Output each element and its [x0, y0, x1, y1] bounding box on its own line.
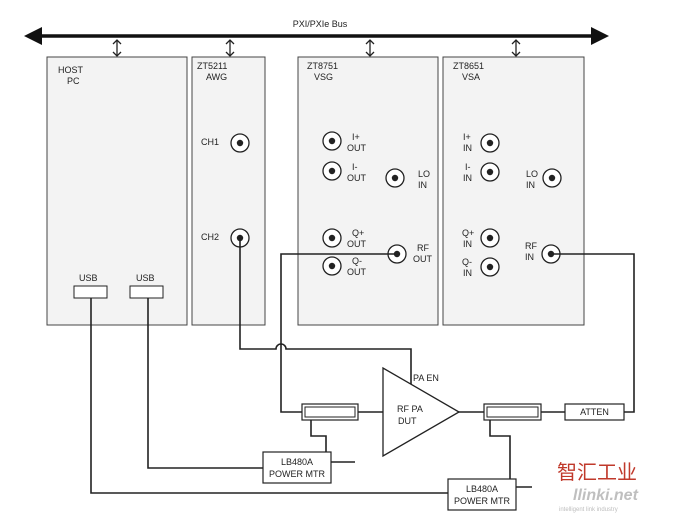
watermark: 智汇工业 llinki.net intelligent link industr…: [557, 460, 639, 513]
vsg-i-plus-connector: [322, 131, 342, 151]
vsa-q-minus-connector: [480, 257, 500, 277]
awg-ch1-connector: [230, 133, 250, 153]
vsa-q-minus-sub: IN: [463, 268, 472, 278]
vsa-q-plus-sub: IN: [463, 239, 472, 249]
vsg-lo-connector: [385, 168, 405, 188]
wiring: [90, 238, 635, 494]
awg-title-2: AWG: [206, 72, 227, 82]
vsg-i-minus-connector: [322, 161, 342, 181]
usb-port-2: [129, 285, 164, 299]
atten-label: ATTEN: [580, 407, 609, 417]
bus-drop-awg: [225, 39, 235, 57]
vsa-lo-label: LO: [526, 169, 538, 179]
bus-drop-vsa: [511, 39, 521, 57]
vsa-i-minus-sub: IN: [463, 173, 472, 183]
vsa-module: ZT8651 VSA I+ IN I- IN LO IN Q+ IN Q- IN…: [442, 56, 585, 326]
vsa-i-plus-connector: [480, 133, 500, 153]
vsg-q-minus-label: Q-: [352, 256, 362, 266]
vsg-lo-sub: IN: [418, 180, 427, 190]
vsg-title-2: VSG: [314, 72, 333, 82]
input-coupler: [301, 403, 359, 421]
vsa-rf-label: RF: [525, 241, 537, 251]
vsa-title-2: VSA: [462, 72, 480, 82]
vsg-q-plus-connector: [322, 228, 342, 248]
pa-en-label: PA EN: [413, 373, 439, 383]
wire-usb2-to-pm1: [147, 298, 263, 469]
pm1-label-2: POWER MTR: [269, 469, 325, 479]
vsg-q-minus-sub: OUT: [347, 267, 367, 277]
watermark-en: llinki.net: [573, 487, 639, 504]
usb-label-1: USB: [79, 273, 98, 283]
vsa-i-minus-label: I-: [465, 162, 471, 172]
watermark-tag: intelligent link industry: [559, 507, 618, 513]
host-title-1: HOST: [58, 65, 84, 75]
awg-ch2-label: CH2: [201, 232, 219, 242]
vsa-i-minus-connector: [480, 162, 500, 182]
vsa-q-minus-label: Q-: [462, 257, 472, 267]
dut-label-1: RF PA: [397, 404, 423, 414]
output-coupler: [483, 403, 542, 421]
vsg-q-plus-label: Q+: [352, 228, 364, 238]
wire-vsg-rf-to-coupler: [280, 253, 397, 413]
wire-atten-to-vsa-rf: [551, 253, 635, 413]
power-meter-1: LB480A POWER MTR: [262, 451, 332, 484]
vsg-i-minus-label: I-: [352, 162, 358, 172]
vsa-q-plus-label: Q+: [462, 228, 474, 238]
vsg-q-minus-connector: [322, 256, 342, 276]
pxi-bus: PXI/PXIe Bus: [24, 19, 609, 45]
host-title-2: PC: [67, 76, 80, 86]
bus-drop-host: [112, 39, 122, 57]
awg-module: ZT5211 AWG CH1 CH2: [191, 56, 266, 326]
usb-label-2: USB: [136, 273, 155, 283]
usb-port-1: [73, 285, 108, 299]
wire-usb1-to-pm2: [90, 298, 448, 494]
watermark-cn: 智汇工业: [557, 460, 637, 484]
vsa-lo-sub: IN: [526, 180, 535, 190]
rf-pa-dut: RF PA DUT PA EN: [382, 366, 461, 458]
vsg-rf-sub: OUT: [413, 254, 433, 264]
vsg-q-plus-sub: OUT: [347, 239, 367, 249]
vsg-rf-label: RF: [417, 243, 429, 253]
pm1-label-1: LB480A: [281, 457, 313, 467]
awg-title-1: ZT5211: [197, 61, 227, 71]
vsa-title-1: ZT8651: [453, 61, 484, 71]
pm2-label-2: POWER MTR: [454, 496, 510, 506]
awg-ch1-label: CH1: [201, 137, 219, 147]
vsa-q-plus-connector: [480, 228, 500, 248]
vsg-lo-label: LO: [418, 169, 430, 179]
vsg-i-minus-sub: OUT: [347, 173, 367, 183]
bus-label: PXI/PXIe Bus: [293, 19, 348, 29]
wire-coupler1-to-pm1: [310, 418, 355, 463]
vsg-i-plus-sub: OUT: [347, 143, 367, 153]
wire-coupler2-to-pm2: [489, 418, 532, 488]
power-meter-2: LB480A POWER MTR: [447, 478, 517, 511]
pm2-label-1: LB480A: [466, 484, 498, 494]
vsg-title-1: ZT8751: [307, 61, 338, 71]
bus-drop-arrows: [112, 39, 521, 57]
bus-drop-vsg: [365, 39, 375, 57]
vsg-module: ZT8751 VSG I+ OUT I- OUT LO IN Q+ OUT Q-…: [297, 56, 439, 326]
dut-label-2: DUT: [398, 416, 417, 426]
vsa-lo-connector: [542, 168, 562, 188]
attenuator: ATTEN: [564, 403, 625, 421]
vsg-i-plus-label: I+: [352, 132, 360, 142]
vsa-i-plus-label: I+: [463, 132, 471, 142]
vsa-rf-sub: IN: [525, 252, 534, 262]
vsa-i-plus-sub: IN: [463, 143, 472, 153]
host-pc-module: HOST PC USB USB: [46, 56, 188, 326]
